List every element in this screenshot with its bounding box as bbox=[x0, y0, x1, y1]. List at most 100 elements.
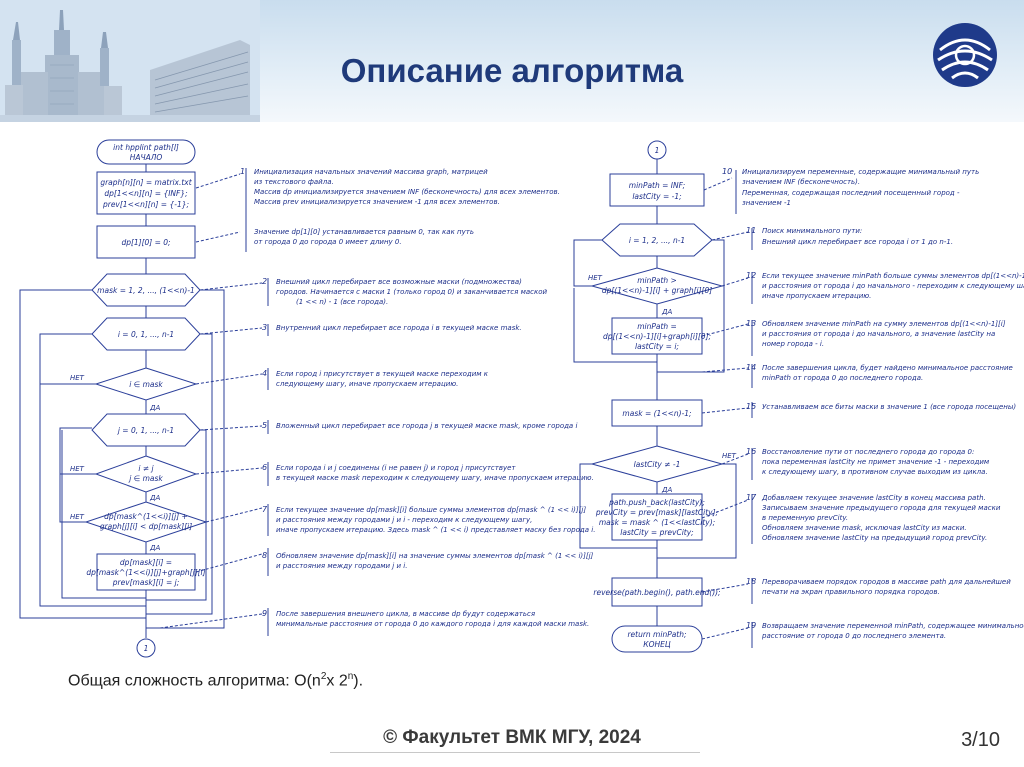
comment-number: 11 bbox=[746, 226, 756, 235]
comment-line: печати на экран правильного порядка горо… bbox=[762, 588, 940, 596]
comment-number: 3 bbox=[262, 323, 267, 332]
right-no-label-1: НЕТ bbox=[588, 274, 603, 282]
push-label-2: prevCity = prev[mask][lastCity]; bbox=[595, 508, 718, 517]
comment-line: городов. Начинается с маски 1 (только го… bbox=[276, 288, 547, 296]
faculty-logo-icon bbox=[933, 23, 997, 87]
complexity-exponent-2: n bbox=[347, 671, 354, 682]
comment-line: Восстановление пути от последнего города… bbox=[762, 448, 974, 456]
comment-number: 12 bbox=[746, 271, 756, 280]
comment-line: Вложенный цикл перебирает все города j в… bbox=[276, 422, 577, 430]
comment-line: и расстояния от города i до начального -… bbox=[762, 282, 1024, 290]
comment-line: Внешний цикл перебирает все возможные ма… bbox=[276, 278, 522, 286]
mask-loop-label: mask = 1, 2, ..., (1<<n)-1 bbox=[97, 286, 195, 295]
push-label-4: lastCity = prevCity; bbox=[620, 528, 693, 537]
comment-line: Массив dp инициализируется значением INF… bbox=[254, 188, 560, 196]
page-number: 3/10 bbox=[961, 729, 1000, 751]
comment-line: Обновляем значение lastCity на предыдущи… bbox=[762, 534, 987, 542]
comment-number: 13 bbox=[746, 319, 756, 328]
comment-line: minPath от города 0 до последнего города… bbox=[762, 374, 923, 382]
init-label-2: dp[1<<n][n] = {INF}; bbox=[104, 189, 187, 198]
comment-line: расстояние от города 0 до последнего эле… bbox=[761, 632, 946, 640]
no-label-2: НЕТ bbox=[70, 465, 85, 473]
comment-line: Переворачиваем порядок городов в массиве… bbox=[762, 578, 1011, 586]
comment-line: Если город i присутствует в текущей маск… bbox=[276, 370, 489, 378]
comment-line: Внутренний цикл перебирает все города i … bbox=[276, 324, 522, 332]
comment-line: и расстояния между городами j и i. bbox=[276, 562, 407, 570]
comment-number: 15 bbox=[746, 402, 756, 411]
comment-number: 5 bbox=[262, 421, 267, 430]
end-label-2: КОНЕЦ bbox=[643, 640, 671, 649]
university-skyline-image bbox=[0, 0, 260, 122]
cond-i-label: i ∈ mask bbox=[129, 380, 163, 389]
right-connector-label: 1 bbox=[655, 146, 660, 155]
minpath-init-label-1: minPath = INF; bbox=[629, 181, 685, 190]
comment-line: Внешний цикл перебирает все города i от … bbox=[762, 238, 953, 246]
comment-line: следующему шагу, иначе пропускаем итерац… bbox=[276, 380, 458, 388]
j-loop-label: j = 0, 1, ..., n-1 bbox=[117, 426, 174, 435]
comment-number: 9 bbox=[262, 609, 267, 618]
comment-number: 18 bbox=[746, 577, 756, 586]
cond-j-label-2: j ∈ mask bbox=[128, 474, 163, 483]
right-yes-label-2: ДА bbox=[661, 486, 672, 494]
yes-label-2: ДА bbox=[149, 494, 160, 502]
comment-number: 1 bbox=[240, 167, 245, 176]
comment-number: 17 bbox=[746, 493, 757, 502]
no-label-1: НЕТ bbox=[70, 374, 85, 382]
comment-line: иначе пропускаем итерацию. bbox=[762, 292, 871, 300]
mask-set-label: mask = (1<<n)-1; bbox=[622, 409, 691, 418]
comment-line: в текущей маске mask переходим к следующ… bbox=[276, 474, 594, 482]
complexity-text: Общая сложность алгоритма: O(n bbox=[68, 672, 321, 690]
comment-number: 8 bbox=[262, 551, 267, 560]
comment-line: Обновляем значение minPath на сумму элем… bbox=[762, 320, 1006, 328]
dp-init-label: dp[1][0] = 0; bbox=[121, 238, 170, 247]
push-label-3: mask = mask ^ (1<<lastCity); bbox=[599, 518, 715, 527]
right-yes-label-1: ДА bbox=[661, 308, 672, 316]
comment-number: 19 bbox=[746, 621, 756, 630]
comment-line: После завершения внешнего цикла, в масси… bbox=[276, 610, 535, 618]
comment-line: из текстового файла. bbox=[254, 178, 334, 186]
comment-line: После завершения цикла, будет найдено ми… bbox=[762, 364, 1013, 372]
push-label-1: path.push_back(lastCity); bbox=[608, 498, 705, 507]
footer-divider bbox=[330, 752, 700, 753]
comment-line: Значение dp[1][0] устанавливается равным… bbox=[254, 228, 474, 236]
j-loop-hexagon bbox=[91, 413, 201, 447]
minpath-init-label-2: lastCity = -1; bbox=[632, 192, 681, 201]
slide-header: Описание алгоритма bbox=[0, 0, 1024, 122]
comment-line: Инициализируем переменные, содержащие ми… bbox=[742, 168, 979, 176]
yes-label-3: ДА bbox=[149, 544, 160, 552]
start-label-2: НАЧАЛО bbox=[130, 153, 163, 162]
cond-dp-label-2: graph[j][i] < dp[mask][i] bbox=[100, 522, 192, 531]
minpath-update-label-2: dp[(1<<n)-1][i]+graph[i][0]; bbox=[603, 332, 711, 341]
yes-label-1: ДА bbox=[149, 404, 160, 412]
cond-dp-label-1: dp[mask^(1<<i)][j] + bbox=[104, 512, 188, 521]
right-comments: 10 Инициализируем переменные, содержащие… bbox=[722, 167, 1024, 640]
cond-minpath-label-2: dp[(1<<n)-1][i] + graph[i][0] bbox=[602, 286, 712, 295]
comment-line: иначе пропускаем итерацию. Здесь mask ^ … bbox=[276, 526, 595, 534]
comment-number: 14 bbox=[746, 363, 756, 372]
comment-line: номер города - i. bbox=[762, 340, 824, 348]
comment-number: 4 bbox=[262, 369, 267, 378]
comment-line: (1 << n) - 1 (все города). bbox=[296, 298, 388, 306]
minpath-init-box bbox=[609, 173, 705, 207]
comment-line: и расстояния между городами j и i - пере… bbox=[276, 516, 532, 524]
minpath-update-label-1: minPath = bbox=[637, 322, 677, 331]
comment-line: от города 0 до города 0 имеет длину 0. bbox=[254, 238, 402, 246]
comment-line: Переменная, содержащая последний посещен… bbox=[742, 189, 960, 197]
left-connector-label: 1 bbox=[144, 644, 149, 653]
update-label-1: dp[mask][i] = bbox=[120, 558, 172, 567]
complexity-note: Общая сложность алгоритма: O(n2x 2n). bbox=[68, 671, 363, 690]
start-label-1: int hpplint path[l] bbox=[113, 143, 179, 152]
update-label-3: prev[mask][i] = j; bbox=[112, 578, 180, 587]
slide-title: Описание алгоритма bbox=[340, 52, 684, 89]
comment-line: значением INF (бесконечность). bbox=[742, 178, 860, 186]
comment-line: Массив prev инициализируется значением -… bbox=[254, 198, 500, 206]
comment-number: 7 bbox=[262, 505, 268, 514]
complexity-mid: x 2 bbox=[326, 672, 348, 690]
comment-line: Обновляем значение mask, исключая lastCi… bbox=[762, 524, 967, 532]
complexity-exponent-1: 2 bbox=[320, 671, 327, 682]
left-comments: 1 Инициализация начальных значений масси… bbox=[240, 167, 595, 628]
slide-footer: © Факультет ВМК МГУ, 2024 bbox=[383, 727, 641, 748]
no-label-3: НЕТ bbox=[70, 513, 85, 521]
comment-line: пока переменная lastCity не примет значе… bbox=[762, 458, 990, 466]
algorithm-flowchart: int hpplint path[l] НАЧАЛО graph[n][n] =… bbox=[19, 139, 1024, 658]
